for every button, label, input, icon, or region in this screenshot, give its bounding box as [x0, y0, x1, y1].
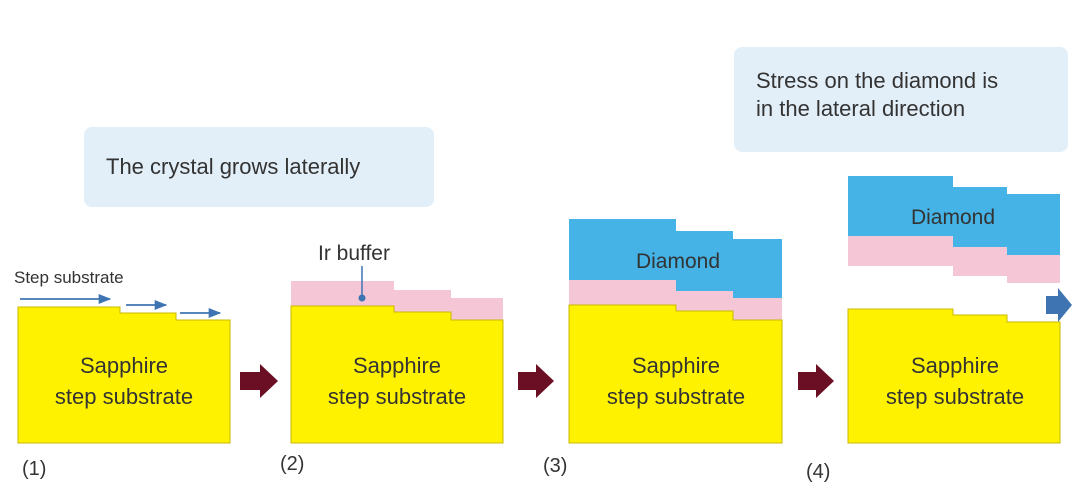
sapphire-substrate — [568, 304, 783, 444]
callout-stress-line2: in the lateral direction — [756, 96, 966, 121]
step-number: (3) — [543, 455, 567, 477]
process-arrow-right — [240, 364, 278, 398]
ir-buffer-pointer-dot — [358, 294, 366, 302]
callout-stress-line1: Stress on the diamond is — [756, 68, 999, 93]
sapphire-label-line1: Sapphire — [353, 353, 441, 378]
step-substrate-label: Step substrate — [14, 268, 124, 287]
sapphire-label-line2: step substrate — [607, 384, 745, 409]
panel-4: Diamond Sapphire step substrate (4) — [806, 176, 1072, 483]
sapphire-label-line1: Sapphire — [632, 353, 720, 378]
sapphire-substrate — [290, 305, 504, 444]
ir-buffer-layer — [848, 236, 1060, 283]
sapphire-label-line2: step substrate — [328, 384, 466, 409]
diamond-label: Diamond — [636, 250, 720, 273]
step-number: (1) — [22, 458, 46, 480]
step-number: (2) — [280, 453, 304, 475]
sapphire-label-line1: Sapphire — [911, 353, 999, 378]
sapphire-label-line2: step substrate — [886, 384, 1024, 409]
callout-lateral-text: The crystal grows laterally — [106, 154, 361, 179]
sapphire-substrate — [17, 306, 231, 444]
ir-buffer-label: Ir buffer — [318, 242, 390, 265]
sapphire-label-line2: step substrate — [55, 384, 193, 409]
sapphire-label-line1: Sapphire — [80, 353, 168, 378]
panel-1: Sapphire step substrate Step substrate (… — [14, 268, 231, 480]
callout-lateral-growth: The crystal grows laterally — [84, 127, 434, 207]
callout-lateral-stress: Stress on the diamond is in the lateral … — [734, 47, 1068, 152]
diamond-label: Diamond — [911, 206, 995, 229]
panel-2: Ir buffer Sapphire step substrate (2) — [280, 242, 504, 475]
process-arrow-right — [518, 364, 554, 398]
sapphire-substrate — [847, 308, 1061, 444]
process-arrow-right — [798, 364, 834, 398]
step-number: (4) — [806, 461, 830, 483]
lateral-stress-arrow — [1046, 288, 1072, 322]
panel-3: Diamond Sapphire step substrate (3) — [543, 219, 783, 477]
